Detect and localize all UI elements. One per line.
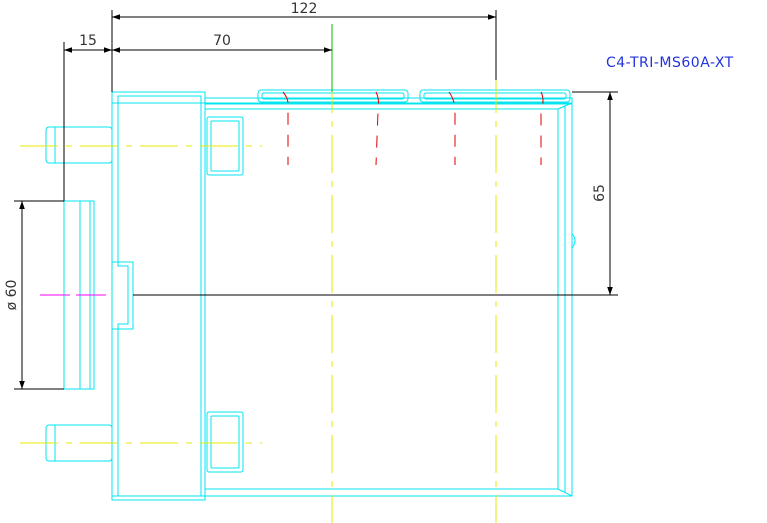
cap-screw-bottom-inner xyxy=(210,415,240,469)
top-slot-left-inner xyxy=(261,92,405,100)
centerlines xyxy=(20,75,497,523)
main-body xyxy=(111,102,573,497)
dim-text-diameter: ø 60 xyxy=(4,280,20,311)
cap-screw-bottom xyxy=(206,411,244,473)
hidden-lines xyxy=(282,91,544,166)
top-slot-right xyxy=(419,89,571,103)
top-slot-right-inner xyxy=(423,92,567,100)
dimension-lines xyxy=(14,10,618,390)
dim-text-height: 65 xyxy=(592,184,608,202)
stud-top xyxy=(45,126,113,164)
dim-text-flange: 15 xyxy=(79,33,97,49)
top-rail xyxy=(204,97,573,105)
side-notch xyxy=(571,233,576,249)
flange-plate-inner xyxy=(117,95,202,497)
dim-text-offset: 70 xyxy=(213,33,231,49)
body-bevel xyxy=(557,102,573,497)
part-number-label: C4-TRI-MS60A-XT xyxy=(606,55,734,71)
flange-plate xyxy=(111,91,206,501)
dim-text-overall: 122 xyxy=(291,1,318,17)
main-body-inner xyxy=(204,108,559,490)
top-slot-left xyxy=(257,89,409,103)
